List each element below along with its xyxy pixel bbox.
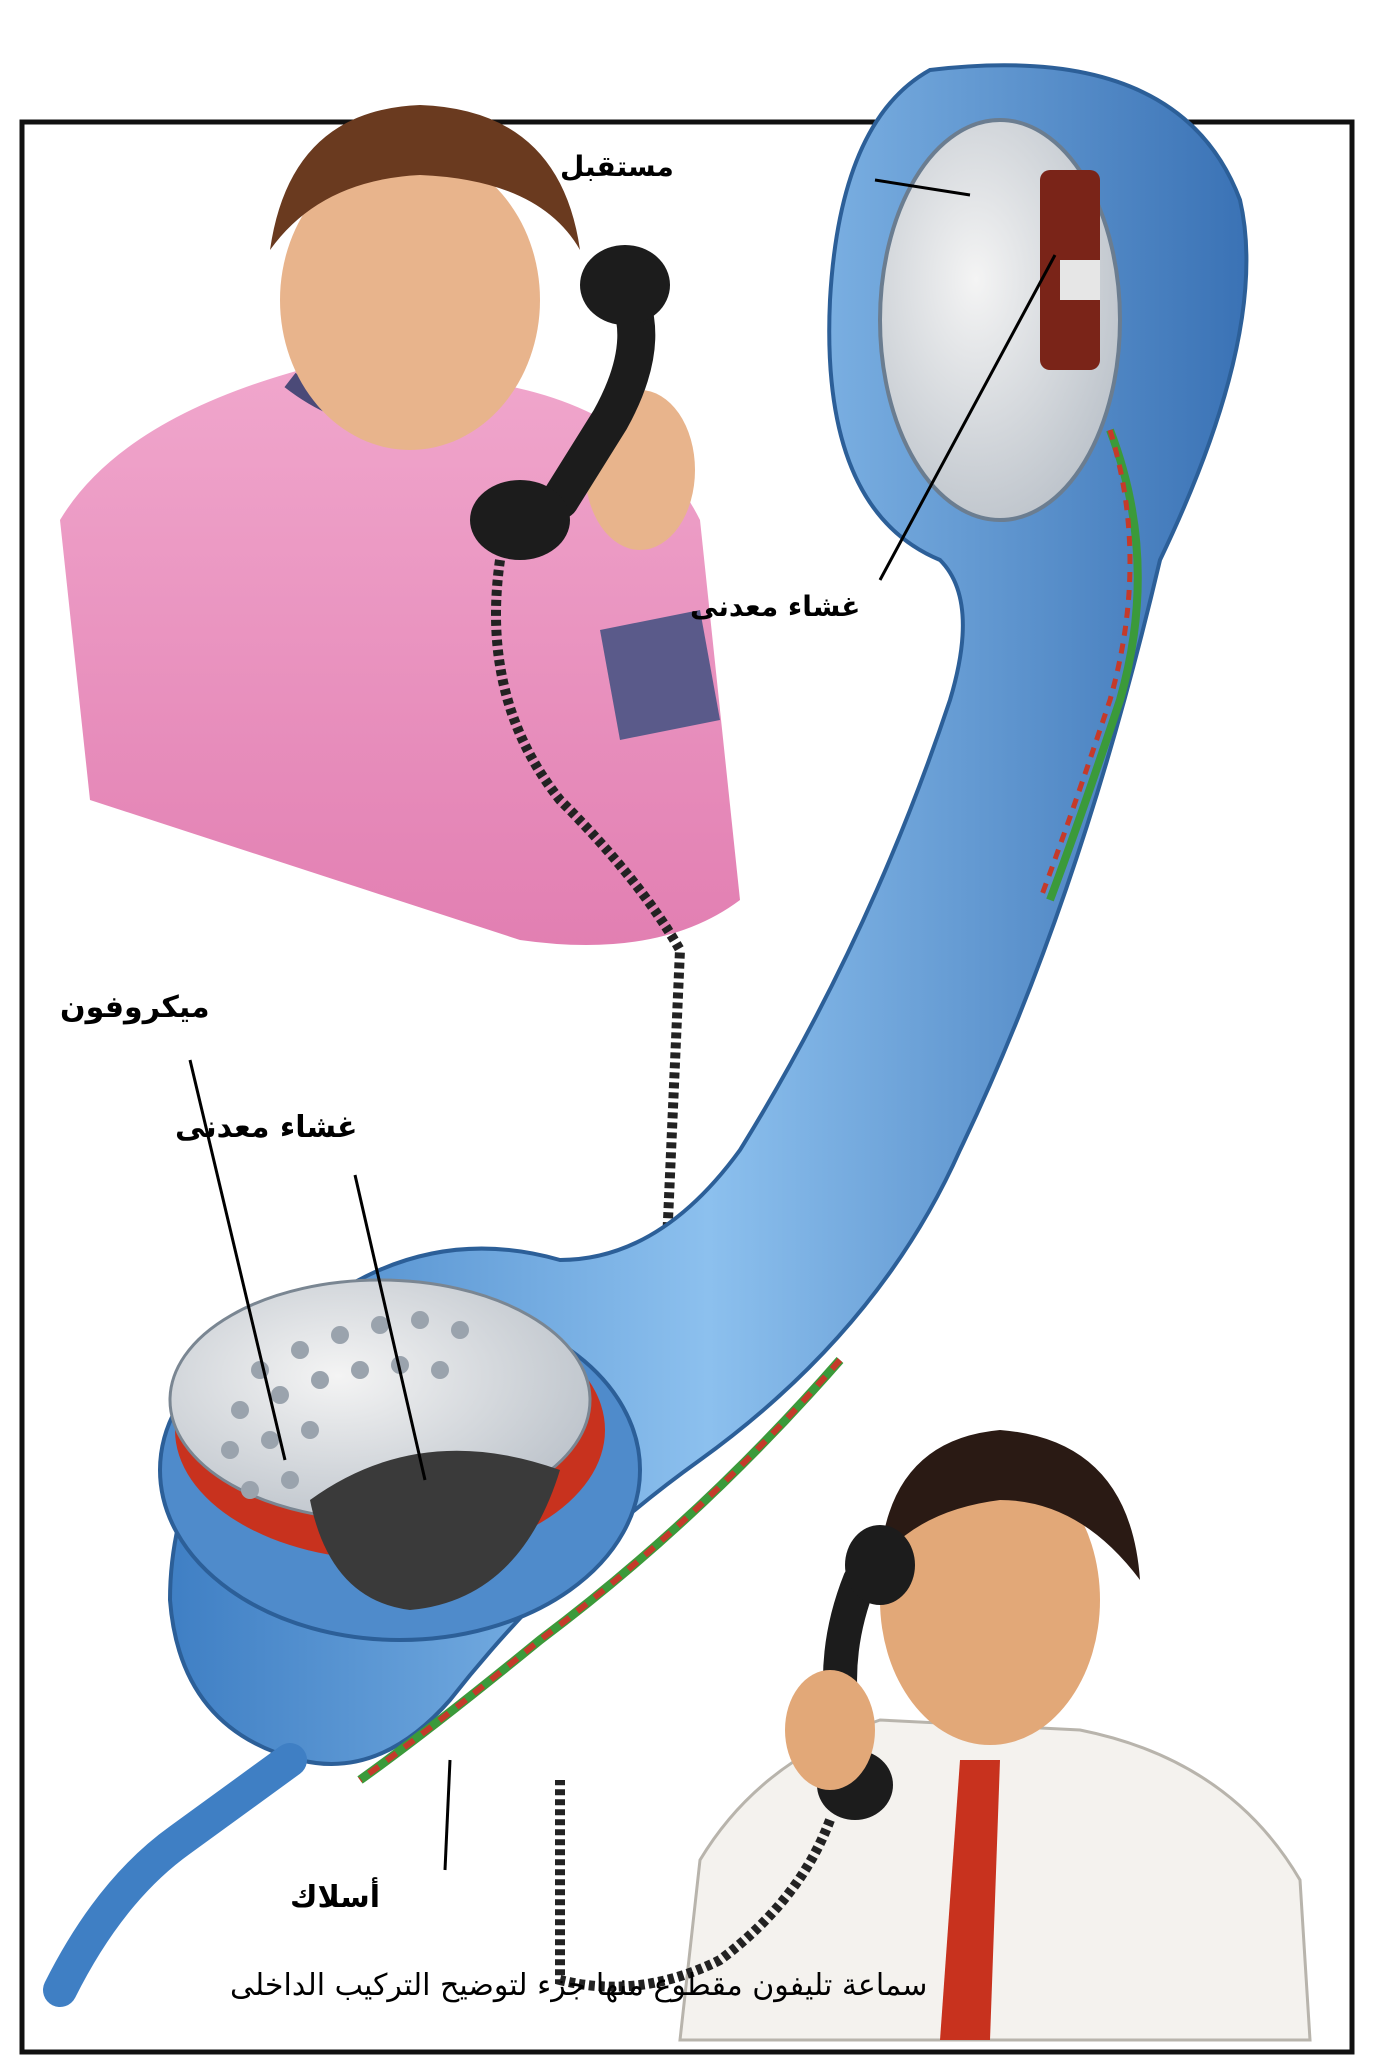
- label-diaphragm-top: غشاء معدنى: [690, 590, 860, 623]
- label-wires: أسلاك: [290, 1880, 380, 1915]
- person-white-shirt: [560, 1430, 1310, 2040]
- label-microphone: ميكروفون: [60, 990, 210, 1025]
- person-pink-sweater: [60, 105, 740, 1400]
- figure-caption: سماعة تليفون مقطوع منها جزء لتوضيح الترك…: [230, 1968, 927, 2003]
- label-diaphragm-bottom: غشاء معدنى: [175, 1110, 358, 1145]
- label-receiver: مستقبل: [560, 150, 674, 183]
